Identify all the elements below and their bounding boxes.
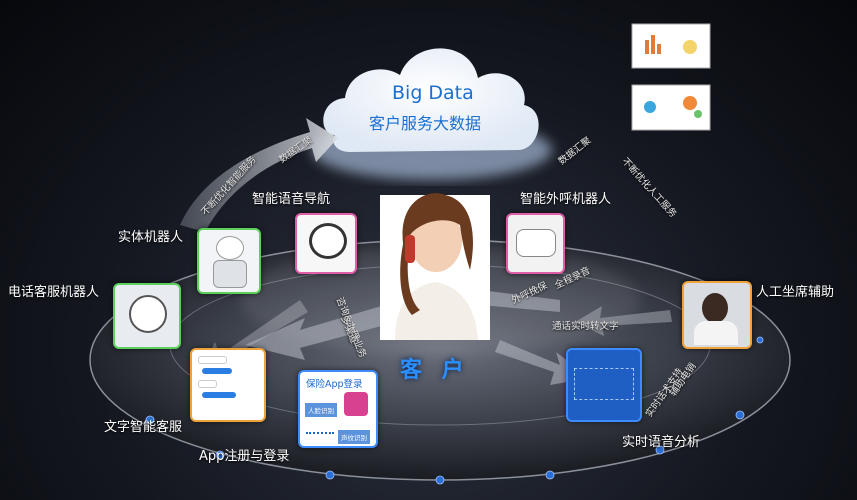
analysis-flow-icon [574, 368, 634, 400]
voiceprint-label: 声纹识别 [338, 430, 370, 444]
tile-phone-robot [113, 283, 181, 349]
arrow-left-inner [245, 305, 385, 360]
tile-voice-nav [295, 213, 357, 274]
tile-text-service [190, 348, 266, 422]
center-title: 客 户 [400, 358, 470, 383]
report-thumbnails [631, 23, 711, 131]
tile-outbound-robot [506, 213, 565, 274]
voice-wave-icon [306, 432, 334, 440]
label-voice-analysis: 实时语音分析 [622, 435, 701, 450]
label-outbound-robot: 智能外呼机器人 [520, 192, 612, 207]
label-text-service: 文字智能客服 [104, 420, 183, 435]
face-recognition-label: 人脸识别 [305, 403, 337, 417]
label-human-assist: 人工坐席辅助 [756, 285, 835, 300]
call-robots-icon [516, 229, 556, 257]
rim-dots [126, 336, 764, 485]
tile-voice-analysis [566, 348, 642, 422]
arrow-right-inner [455, 280, 560, 315]
arrow-left-upper [180, 118, 338, 232]
cloud-title: Big Data [392, 82, 474, 104]
cloud-subtitle: 客户服务大数据 [369, 114, 482, 133]
tile-human-assist [682, 281, 752, 349]
robot-icon [216, 236, 244, 260]
arrow-to-human [575, 306, 672, 336]
arrow-label-speech-to-text: 通话实时转文字 [552, 321, 619, 332]
customer-figure [380, 193, 490, 340]
label-physical-robot: 实体机器人 [118, 230, 184, 245]
label-phone-robot: 电话客服机器人 [8, 285, 100, 300]
face-recognition-icon [344, 392, 368, 416]
headset-agents-icon [129, 295, 167, 333]
big-data-cloud [312, 48, 552, 180]
label-app-login: App注册与登录 [199, 449, 290, 464]
tile-app-login: 保险App登录 人脸识别 声纹识别 [298, 370, 378, 448]
app-card-title: 保险App登录 [306, 379, 363, 390]
label-voice-nav: 智能语音导航 [252, 192, 331, 207]
agent-woman-icon [702, 293, 728, 323]
tile-physical-robot [197, 228, 261, 294]
headset-robot-icon [309, 223, 347, 259]
